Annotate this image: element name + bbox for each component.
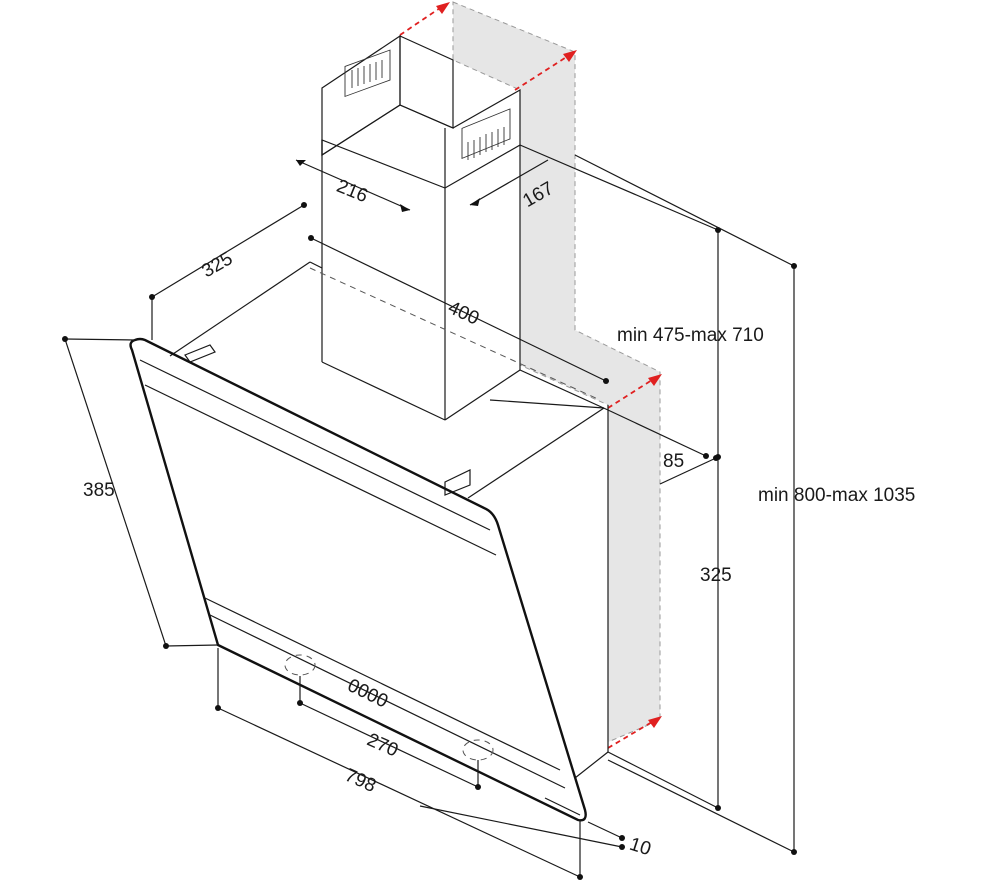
hood-body bbox=[169, 261, 609, 779]
label-total-height-range: min 800-max 1035 bbox=[758, 485, 915, 506]
chimney-duct bbox=[321, 34, 521, 421]
label-control-width: 270 bbox=[364, 729, 402, 761]
label-duct-width: 216 bbox=[333, 176, 370, 207]
vent-grille-right bbox=[461, 108, 511, 160]
light-touch-icon bbox=[462, 739, 494, 761]
display-digits: 0000 bbox=[344, 675, 391, 712]
power-touch-icon bbox=[284, 654, 316, 676]
dimension-labels: 216 167 325 400 min 475-max 710 85 min 8… bbox=[83, 176, 915, 860]
label-hood-width: 798 bbox=[342, 765, 380, 797]
label-duct-length: 400 bbox=[445, 297, 483, 329]
wall-clearance-area bbox=[452, 1, 661, 743]
vent-grille-left bbox=[344, 49, 391, 98]
label-panel-height: 385 bbox=[83, 480, 115, 501]
label-wall-offset: 85 bbox=[663, 451, 684, 472]
control-icons bbox=[284, 654, 494, 761]
label-back-height: 325 bbox=[700, 565, 732, 586]
label-glass-thickness: 10 bbox=[627, 834, 654, 861]
glass-front-panel bbox=[129, 337, 587, 822]
dimension-lines bbox=[62, 144, 797, 880]
label-hood-depth: 325 bbox=[198, 248, 236, 282]
label-duct-height-range: min 475-max 710 bbox=[617, 325, 764, 346]
red-arrows bbox=[399, 2, 662, 749]
